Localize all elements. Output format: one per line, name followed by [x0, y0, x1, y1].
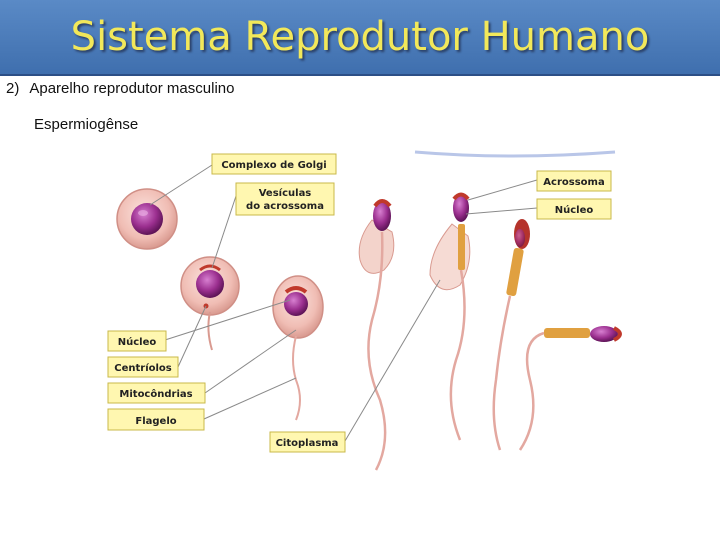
leader-acrosome [467, 179, 538, 201]
leader-flagellum [203, 377, 297, 420]
leader-nucleus-right [465, 207, 538, 215]
page-title: Sistema Reprodutor Humano [70, 14, 650, 60]
leader-centrioles [177, 305, 207, 368]
spermatid-4 [358, 199, 395, 471]
subtitle-number: 2) [6, 80, 20, 97]
svg-text:Mitocôndrias: Mitocôndrias [119, 388, 192, 400]
leader-vesicles [211, 195, 237, 269]
svg-text:Flagelo: Flagelo [135, 416, 176, 427]
leader-golgi [149, 164, 213, 206]
spermatid-5 [429, 192, 471, 441]
svg-text:Vesículas: Vesículas [259, 187, 312, 199]
leader-nucleus-left [164, 299, 291, 341]
label-golgi: Complexo de Golgi [211, 153, 337, 175]
svg-text:do acrossoma: do acrossoma [246, 201, 324, 212]
spermatid-3 [272, 275, 324, 421]
label-mitochondria: Mitocôndrias [107, 382, 206, 404]
decorative-streak [414, 150, 616, 158]
label-nucleus-left: Núcleo [107, 330, 167, 352]
label-cytoplasm: Citoplasma [269, 431, 346, 453]
leader-cytoplasm [344, 279, 441, 442]
spermatid-2 [180, 256, 240, 351]
svg-text:Núcleo: Núcleo [555, 204, 594, 216]
svg-text:Acrossoma: Acrossoma [543, 177, 604, 188]
section-heading: Espermiogênse [34, 116, 139, 133]
svg-text:Centríolos: Centríolos [114, 362, 172, 374]
svg-text:Núcleo: Núcleo [118, 336, 157, 348]
label-vesicles: Vesículas do acrossoma [235, 182, 335, 216]
spermatid-6 [492, 219, 530, 451]
label-nucleus-right: Núcleo [536, 198, 612, 220]
spermatid-1 [116, 188, 178, 250]
label-centrioles: Centríolos [107, 356, 179, 378]
svg-text:Citoplasma: Citoplasma [276, 438, 339, 449]
label-flagellum: Flagelo [107, 408, 205, 431]
title-bar: Sistema Reprodutor Humano [0, 0, 720, 76]
spermatozoon [518, 326, 622, 451]
svg-text:Complexo de Golgi: Complexo de Golgi [221, 160, 326, 171]
leader-mitochondria [204, 329, 297, 394]
subtitle: 2) Aparelho reprodutor masculino [6, 80, 234, 97]
label-acrosome: Acrossoma [536, 170, 612, 192]
subtitle-text: Aparelho reprodutor masculino [29, 80, 235, 97]
